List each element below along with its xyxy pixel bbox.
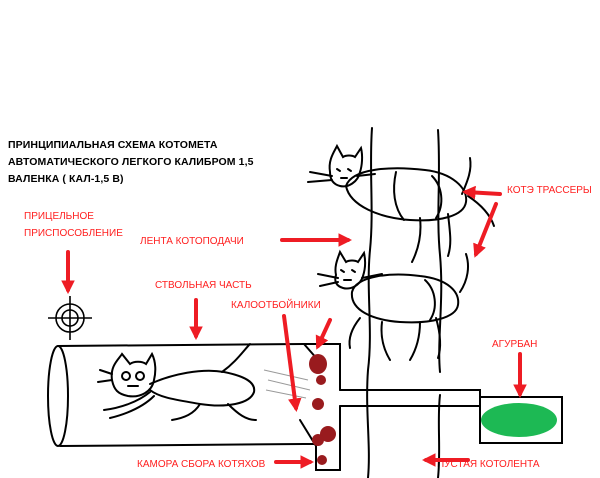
tracer-cat-lower — [317, 249, 469, 361]
label-empty-belt: ПУСТАЯ КОТОЛЕНТА — [437, 459, 540, 470]
tracer-cat-upper — [307, 143, 495, 263]
barrel — [47, 343, 341, 471]
title-line-3: ВАЛЕНКА ( КАЛ-1,5 В) — [8, 173, 124, 185]
label-deflectors: КАЛООТБОЙНИКИ — [231, 300, 321, 311]
label-sight-1: ПРИЦЕЛЬНОЕ — [24, 211, 94, 222]
title-line-1: ПРИНЦИПИАЛЬНАЯ СХЕМА КОТОМЕТА — [8, 139, 218, 151]
feed-belt — [366, 127, 443, 478]
poop-blobs — [309, 354, 336, 465]
label-tracers: КОТЭ ТРАССЕРЫ — [507, 185, 592, 196]
agurban-tank — [481, 403, 557, 437]
label-barrel: СТВОЛЬНАЯ ЧАСТЬ — [155, 280, 252, 291]
label-chamber: КАМОРА СБОРА КОТЯХОВ — [137, 459, 266, 470]
title-line-2: АВТОМАТИЧЕСКОГО ЛЕГКОГО КАЛИБРОМ 1,5 — [8, 156, 254, 168]
speed-lines — [263, 369, 311, 399]
diagram-title: ПРИНЦИПИАЛЬНАЯ СХЕМА КОТОМЕТА АВТОМАТИЧЕ… — [8, 137, 308, 188]
label-agurban: АГУРБАН — [492, 339, 538, 350]
annotation-arrows — [61, 185, 527, 469]
label-feed-belt: ЛЕНТА КОТОПОДАЧИ — [140, 236, 244, 247]
label-sight-2: ПРИСПОСОБЛЕНИЕ — [24, 228, 123, 239]
sight-crosshair — [48, 296, 92, 340]
barrel-cat — [97, 343, 257, 421]
